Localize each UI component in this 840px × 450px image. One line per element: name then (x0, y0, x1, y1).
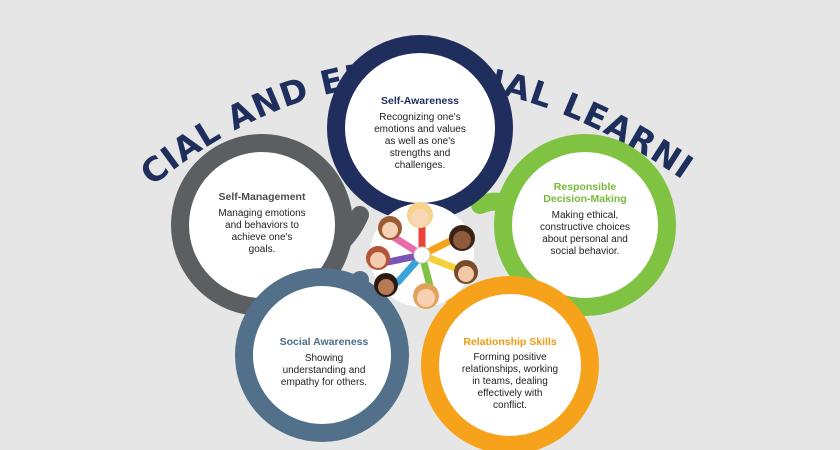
relationship-skills-ring (421, 276, 599, 450)
petal-responsible-decision-making: Responsible Decision-Making Making ethic… (494, 134, 676, 316)
self-awareness-line: strengths and (390, 148, 451, 159)
relationship-skills-line: relationships, working (462, 364, 558, 375)
self-awareness-line: as well as one's (385, 136, 455, 147)
self-management-name: Self-Management (219, 191, 306, 203)
social-awareness-line: empathy for others. (281, 377, 367, 388)
relationship-skills-name: Relationship Skills (463, 336, 557, 348)
self-awareness-name: Self-Awareness (381, 95, 459, 107)
self-management-line: goals. (249, 244, 276, 255)
decision-making-ring (494, 134, 676, 316)
relationship-skills-line: conflict. (493, 400, 527, 411)
self-awareness-line: Recognizing one's (379, 112, 460, 123)
self-management-line: Managing emotions (218, 208, 305, 219)
petal-relationship-skills: Relationship Skills Forming positive rel… (421, 276, 599, 450)
decision-making-name: Responsible (554, 181, 617, 193)
social-awareness-name: Social Awareness (280, 336, 369, 348)
social-awareness-ring (235, 268, 409, 442)
self-awareness-line: challenges. (395, 160, 446, 171)
petal-social-awareness: Social Awareness Showing understanding a… (235, 268, 409, 442)
petal-self-awareness: Self-Awareness Recognizing one's emotion… (327, 35, 513, 221)
social-awareness-line: Showing (305, 353, 343, 364)
relationship-skills-line: in teams, dealing (472, 376, 548, 387)
self-awareness-line: emotions and values (374, 124, 466, 135)
decision-making-line: constructive choices (540, 222, 630, 233)
decision-making-line: social behavior. (551, 246, 620, 257)
relationship-skills-line: Forming positive (473, 352, 547, 363)
children-circle-icon (366, 202, 478, 309)
decision-making-name: Decision-Making (543, 193, 626, 205)
self-management-line: and behaviors to (225, 220, 299, 231)
decision-making-line: Making ethical, (552, 210, 619, 221)
self-management-line: achieve one's (232, 232, 293, 243)
decision-making-line: about personal and (542, 234, 628, 245)
relationship-skills-line: effectively with (478, 388, 543, 399)
child-heads (366, 202, 478, 309)
social-awareness-line: understanding and (283, 365, 366, 376)
petal-self-management: Self-Management Managing emotions and be… (171, 134, 353, 316)
